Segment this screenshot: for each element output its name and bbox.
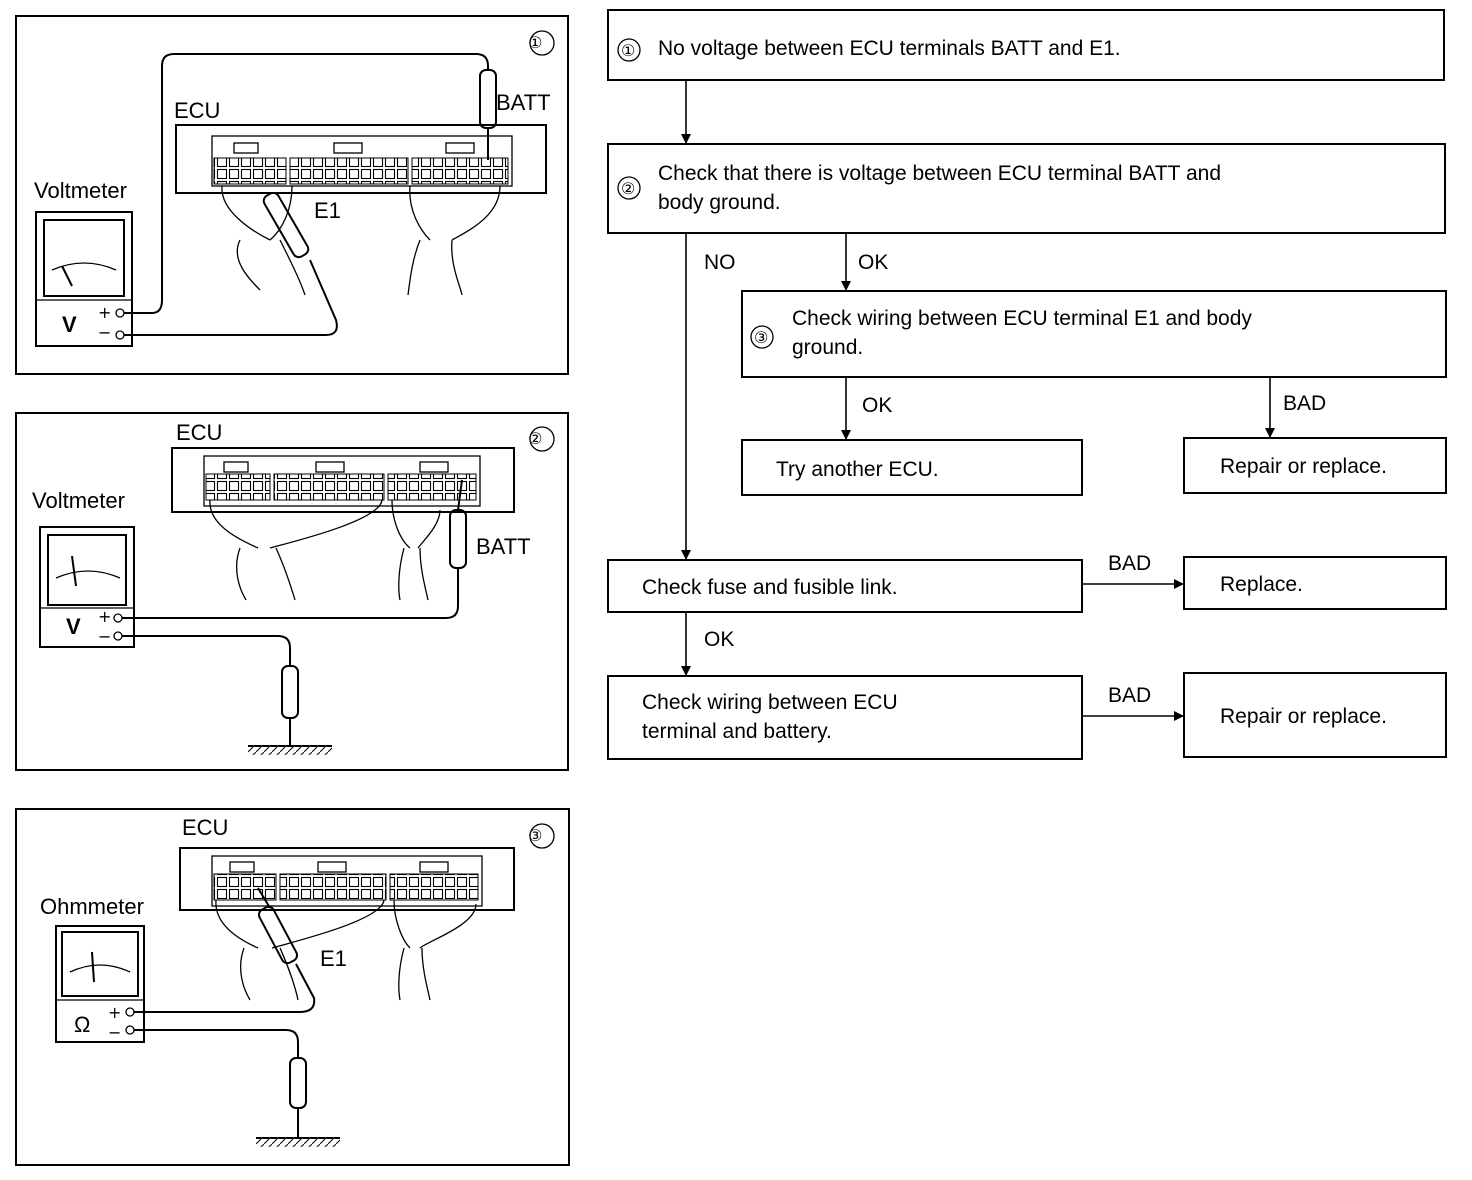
step3-box	[741, 290, 1447, 378]
step1-number-circle	[617, 38, 641, 62]
batt-probe	[479, 69, 497, 129]
replace-box	[1183, 556, 1447, 610]
e1-label: E1	[320, 946, 347, 971]
plus-sign: +	[108, 1003, 121, 1022]
ecu-label: ECU	[176, 420, 222, 445]
number-circle	[529, 30, 555, 56]
wiring-check-line1: Check wiring between ECU	[642, 691, 898, 714]
plus-sign: +	[98, 303, 111, 322]
try-ecu-text: Try another ECU.	[776, 458, 939, 481]
meter-symbol: V	[66, 614, 81, 639]
edge-step3-ok: OK	[862, 394, 892, 417]
ecu-unit	[171, 447, 515, 601]
edge-step2-ok: OK	[858, 251, 888, 274]
ohmmeter: Ω + −	[55, 925, 145, 1043]
edge-fuse-bad: BAD	[1108, 552, 1151, 575]
positive-lead	[122, 568, 459, 619]
step2-number-circle	[617, 176, 641, 200]
ecu-unit	[179, 847, 515, 1001]
negative-lead	[134, 1029, 299, 1058]
wiring-check-box	[607, 675, 1083, 760]
edge-fuse-ok: OK	[704, 628, 734, 651]
panel-frame	[15, 808, 570, 1166]
repair-text-1: Repair or replace.	[1220, 455, 1387, 478]
e1-probe	[262, 191, 310, 259]
fuse-check-box	[607, 559, 1083, 613]
meter-symbol: Ω	[74, 1012, 90, 1037]
meter-symbol: V	[62, 312, 77, 337]
step2-number: ②	[621, 179, 635, 198]
e1-probe	[257, 905, 299, 965]
step3-text-line2: ground.	[792, 336, 863, 359]
edge-wiring-bad: BAD	[1108, 684, 1151, 707]
negative-lead	[122, 635, 291, 666]
minus-sign: −	[108, 1023, 121, 1042]
batt-label: BATT	[476, 534, 531, 559]
step1-box	[607, 9, 1445, 81]
number-circle	[529, 823, 555, 849]
step3-number-circle	[750, 325, 774, 349]
meter-label: Voltmeter	[32, 488, 125, 513]
minus-sign: −	[98, 627, 111, 646]
positive-lead	[134, 963, 316, 1013]
try-ecu-box	[741, 439, 1083, 496]
voltmeter: V + −	[35, 211, 133, 347]
edge-step3-bad: BAD	[1283, 392, 1326, 415]
ecu-unit	[175, 124, 547, 296]
step3-text-line1: Check wiring between ECU terminal E1 and…	[792, 307, 1252, 330]
plus-sign: +	[98, 607, 111, 626]
ground-probe	[281, 665, 299, 719]
repair-box-1	[1183, 437, 1447, 494]
negative-lead	[124, 259, 338, 336]
repair-box-2	[1183, 672, 1447, 758]
fuse-check-text: Check fuse and fusible link.	[642, 576, 898, 599]
repair-text-2: Repair or replace.	[1220, 705, 1387, 728]
meter-label: Ohmmeter	[40, 894, 144, 919]
step2-text-line2: body ground.	[658, 191, 781, 214]
minus-sign: −	[98, 323, 111, 342]
batt-probe	[449, 509, 467, 569]
ecu-label: ECU	[174, 98, 220, 123]
step2-text-line1: Check that there is voltage between ECU …	[658, 162, 1221, 185]
wiring-check-line2: terminal and battery.	[642, 720, 832, 743]
meter-label: Voltmeter	[34, 178, 127, 203]
batt-label: BATT	[496, 90, 551, 115]
positive-lead	[124, 53, 489, 314]
ecu-label: ECU	[182, 815, 228, 840]
voltmeter: V + −	[39, 526, 135, 648]
step1-number: ①	[621, 41, 635, 60]
step1-text: No voltage between ECU terminals BATT an…	[658, 37, 1121, 60]
ground-probe	[289, 1057, 307, 1109]
step3-number: ③	[754, 328, 768, 347]
step2-box	[607, 143, 1446, 234]
number-circle	[529, 426, 555, 452]
panel-2-voltage-batt-ground: ② ECU BATT Voltmeter V + −	[15, 412, 569, 771]
troubleshooting-flowchart: ① No voltage between ECU terminals BATT …	[607, 9, 1447, 760]
panel-frame	[15, 412, 569, 771]
edge-step2-no: NO	[704, 251, 736, 274]
panel-3-resistance-e1-ground: ③ ECU E1 Ohmmeter Ω + −	[15, 808, 570, 1166]
e1-label: E1	[314, 198, 341, 223]
panel-frame	[15, 15, 569, 375]
panel-1-voltage-batt-e1: ① ECU BATT E1 Voltmeter V +	[15, 15, 569, 375]
replace-text: Replace.	[1220, 573, 1303, 596]
